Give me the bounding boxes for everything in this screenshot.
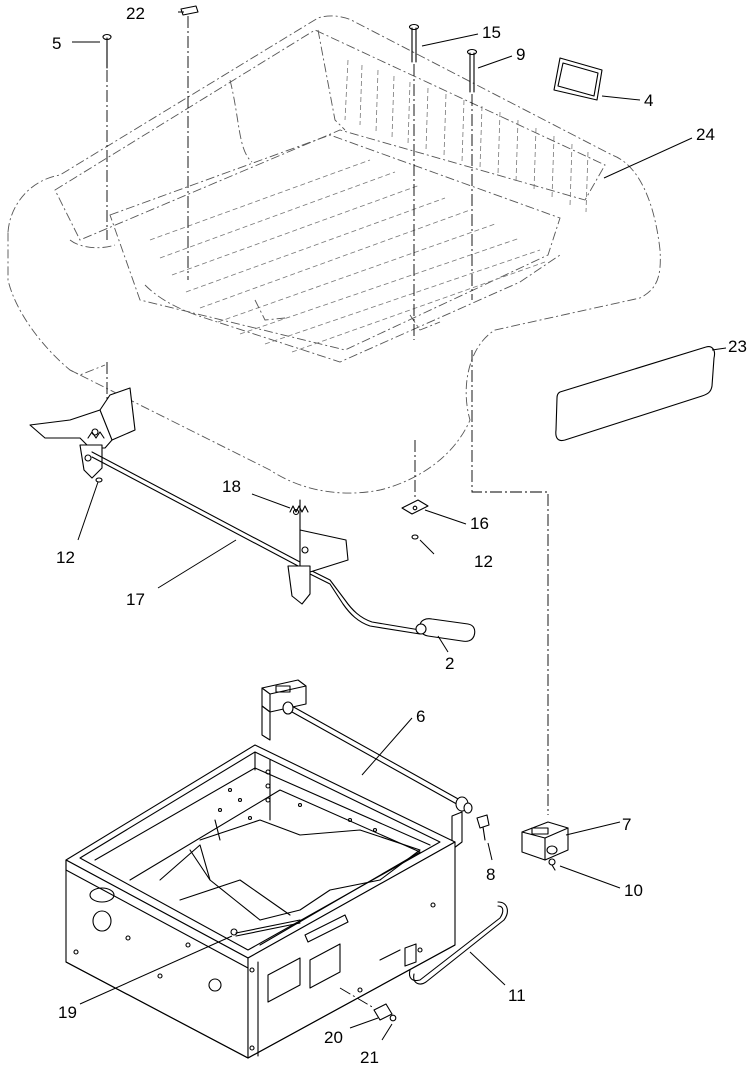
callout-12-left: 12 — [56, 548, 75, 567]
callout-21: 21 — [360, 1048, 379, 1067]
callout-6: 6 — [416, 707, 425, 726]
rod-19 — [230, 919, 301, 937]
callout-23: 23 — [728, 337, 747, 356]
seat-ghost — [7, 15, 661, 494]
nut-12-left — [95, 477, 103, 483]
pivot-rod-assembly — [261, 679, 473, 849]
callout-18: 18 — [222, 477, 241, 496]
decal-small — [553, 57, 603, 101]
callout-16: 16 — [470, 514, 489, 533]
callout-20: 20 — [324, 1028, 343, 1047]
knob-20 — [339, 987, 393, 1021]
latch-rod-assembly — [29, 387, 476, 642]
callout-10: 10 — [624, 881, 643, 900]
callout-22: 22 — [126, 4, 145, 23]
seat-pan-ribs — [149, 159, 546, 353]
leader-lines — [72, 11, 727, 1041]
pin-10 — [548, 858, 556, 871]
pin-22 — [180, 5, 199, 280]
callout-labels: 22 5 15 9 4 24 23 18 16 12 12 17 2 6 7 8… — [52, 4, 747, 1067]
bolt-8 — [476, 814, 490, 841]
bolt-15 — [408, 23, 420, 340]
callout-2: 2 — [445, 654, 454, 673]
screw-5 — [102, 33, 112, 240]
callout-11: 11 — [508, 986, 526, 1005]
pin-21 — [389, 1014, 397, 1022]
latch-block-7 — [521, 821, 569, 861]
callout-17: 17 — [126, 590, 145, 609]
spring-18 — [289, 505, 309, 516]
callout-24: 24 — [696, 125, 715, 144]
seat-base-frame — [65, 744, 456, 1059]
decal-large — [555, 346, 716, 442]
callout-9: 9 — [516, 45, 525, 64]
callout-19: 19 — [58, 1003, 77, 1022]
bolt-9 — [466, 48, 478, 300]
clip-16 — [401, 499, 429, 515]
callout-15: 15 — [482, 23, 501, 42]
seat-back-ribs — [344, 59, 589, 213]
callout-4: 4 — [644, 91, 653, 110]
callout-8: 8 — [486, 865, 495, 884]
callout-5: 5 — [52, 34, 61, 53]
callout-7: 7 — [622, 815, 631, 834]
nut-12-right — [411, 534, 419, 540]
callout-12-right: 12 — [474, 552, 493, 571]
rod-11 — [408, 901, 508, 985]
